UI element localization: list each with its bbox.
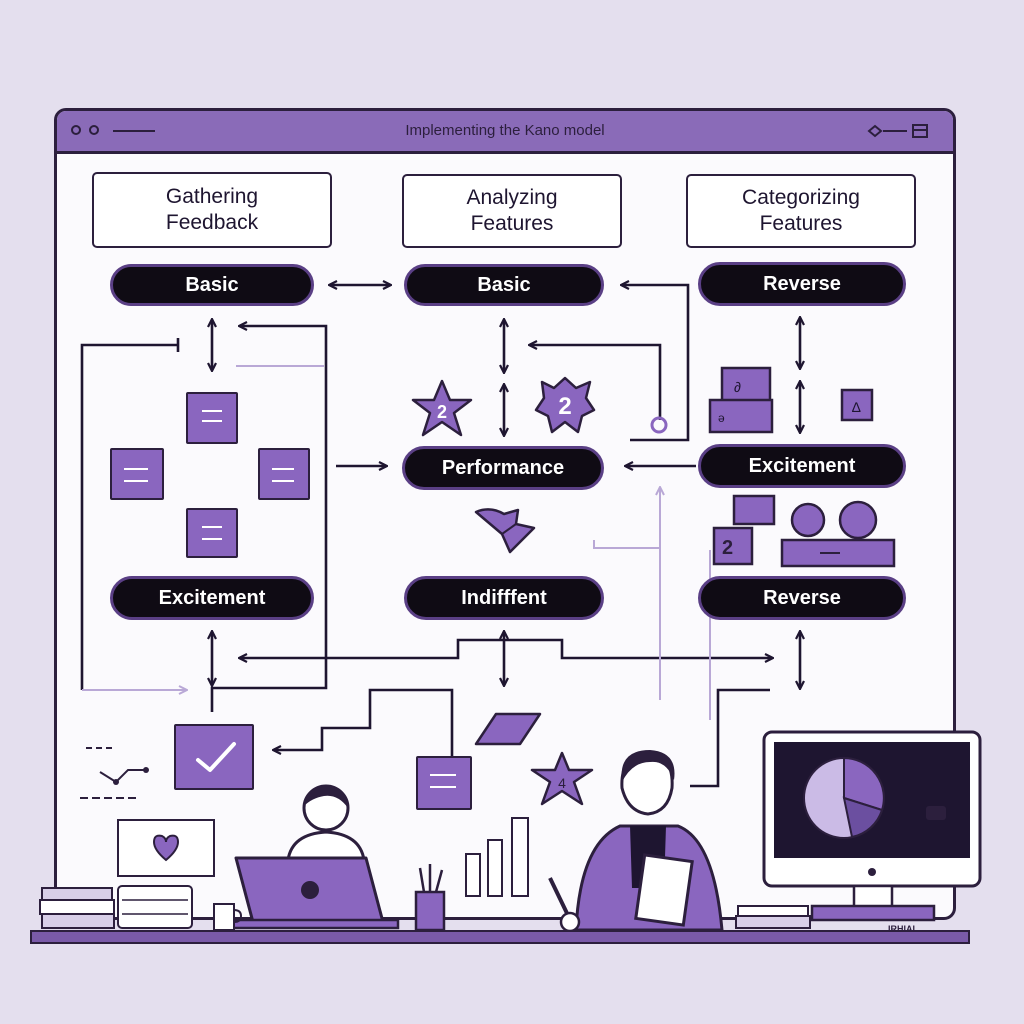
window-minimize-dot[interactable] <box>89 125 99 135</box>
stage-analyzing-features-label: Analyzing Features <box>466 185 558 235</box>
checkmark-icon <box>196 742 236 772</box>
feedback-card[interactable] <box>258 448 310 500</box>
titlebar-line <box>113 130 155 132</box>
star-left-number: 2 <box>437 402 447 422</box>
window-close-dot[interactable] <box>71 125 81 135</box>
pill-col2-basic[interactable]: Basic <box>404 264 604 306</box>
pill-col2-performance[interactable]: Performance <box>402 446 604 490</box>
stage-categorizing-features-label: Categorizing Features <box>742 185 860 235</box>
pill-col1-basic[interactable]: Basic <box>110 264 314 306</box>
feedback-card[interactable] <box>110 448 164 500</box>
floating-card-icon <box>474 712 542 746</box>
pill-col3-excitement[interactable]: Excitement <box>698 444 906 488</box>
pill-col2-indifferent[interactable]: Indifffent <box>404 576 604 620</box>
small-card-icon: ∆ <box>840 388 874 422</box>
star-badge-icon: 2 <box>411 379 473 437</box>
window-controls-icon[interactable] <box>865 123 935 139</box>
small-card-number: 2 <box>722 537 733 559</box>
star-badge-4-icon: 4 <box>530 751 594 806</box>
bar-chart-icon <box>465 817 529 897</box>
note-card[interactable] <box>416 756 472 810</box>
mug-icon <box>213 903 242 931</box>
stage-gathering-feedback[interactable]: Gathering Feedback <box>92 172 332 248</box>
monitor-pie-chart-illustration <box>762 730 982 922</box>
star-right-number: 2 <box>558 393 571 420</box>
pill-col3-reverse[interactable]: Reverse <box>698 262 906 306</box>
pill-col1-excitement[interactable]: Excitement <box>110 576 314 620</box>
stage-gathering-feedback-label: Gathering Feedback <box>165 184 259 234</box>
man-with-clipboard-illustration <box>548 750 724 933</box>
mini-graph-icon <box>80 747 149 799</box>
feedback-card[interactable] <box>186 508 238 558</box>
svg-text:∆: ∆ <box>852 399 861 415</box>
pill-col3-reverse-2[interactable]: Reverse <box>698 576 906 620</box>
svg-text:ə: ə <box>718 411 725 425</box>
woman-with-laptop-illustration <box>228 784 400 930</box>
desk-surface <box>30 930 970 944</box>
category-cluster-icon: 2 <box>712 494 896 568</box>
feedback-card[interactable] <box>186 392 238 444</box>
book-stack-icon <box>39 885 193 929</box>
check-card[interactable] <box>174 724 254 790</box>
monitor-base-label: IRHIAI <box>888 924 915 934</box>
burst-badge-icon: 2 <box>534 376 596 434</box>
heart-card-icon <box>117 819 215 877</box>
folded-shape-icon <box>474 508 536 554</box>
pencil-cup-icon <box>414 864 446 932</box>
window-titlebar: Implementing the Kano model <box>57 111 953 154</box>
window-title: Implementing the Kano model <box>405 122 605 139</box>
stage-categorizing-features[interactable]: Categorizing Features <box>686 174 916 248</box>
svg-text:∂: ∂ <box>734 379 741 395</box>
stacked-cards-icon: ∂ ə <box>708 366 774 434</box>
star-bottom-number: 4 <box>558 775 566 791</box>
book-stack-right-icon <box>735 905 811 929</box>
stage-analyzing-features[interactable]: Analyzing Features <box>402 174 622 248</box>
